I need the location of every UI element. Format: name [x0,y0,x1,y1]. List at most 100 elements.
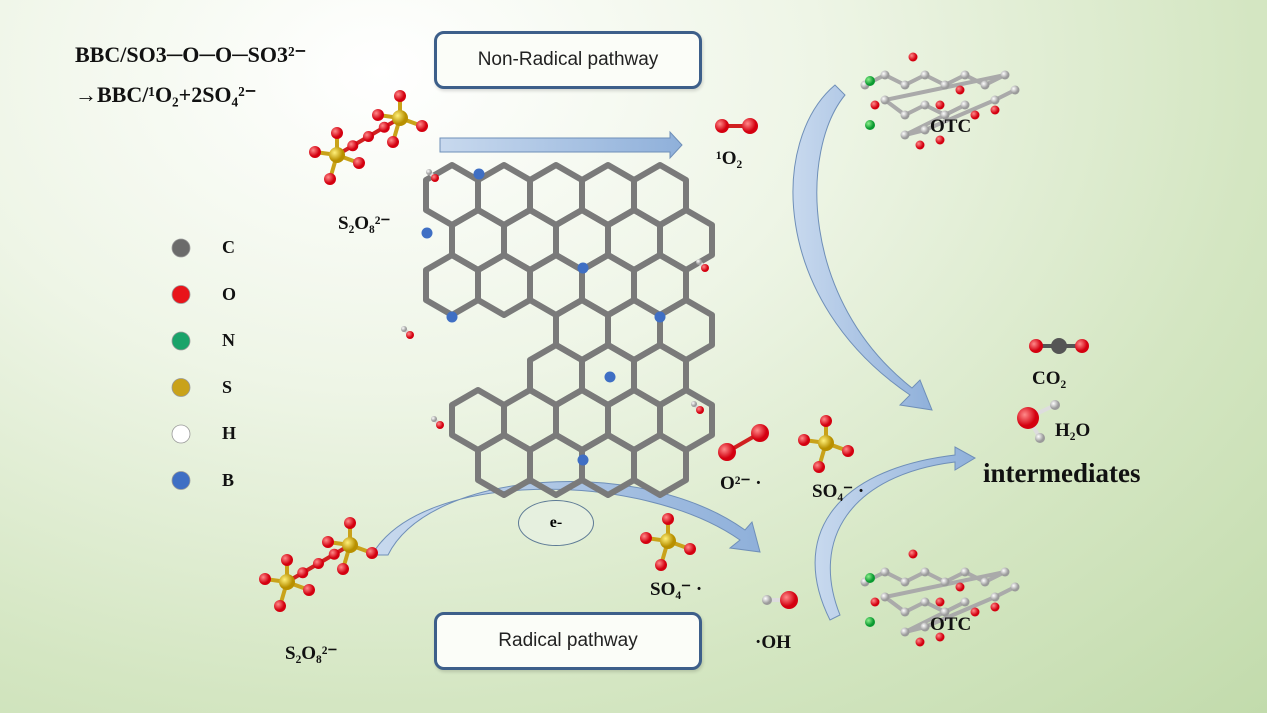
sulfate-radical-bottom-label: SO₄⁻ · [650,579,703,600]
carbon-hexagon [475,252,533,318]
carbon-atom [920,70,930,80]
oxygen-atom [331,127,343,139]
boron-atom [654,311,666,323]
hydrogen-atom [426,169,432,175]
oxygen-atom [935,597,945,607]
oxygen-atom [431,174,439,182]
carbon-atom [960,597,970,607]
oxygen-atom [324,173,336,185]
intermediates-label: intermediates [983,458,1141,488]
carbon-atom [920,567,930,577]
sulfur-atom [392,110,408,126]
hydrogen-atom [762,595,772,605]
nitrogen-atom [865,76,875,86]
hydrogen-atom [1035,433,1045,443]
singlet-oxygen-label: ¹O₂ [716,148,743,169]
non-radical-pathway-box: Non-Radical pathway [434,31,702,89]
bond [904,600,966,634]
oxygen-atom [955,582,965,592]
carbon-atom [940,577,950,587]
sulfur-atom [818,435,834,451]
curved-arrow-otc-bottom [814,446,977,621]
oxygen-atom [322,536,334,548]
chlorine-atom [865,120,875,130]
sulfur-atom [660,533,676,549]
bridge-oxygen-atom [363,131,374,142]
bridge-oxygen-atom [328,548,340,560]
oxygen-atom [662,513,674,525]
oxygen-atom [274,600,286,612]
legend-swatch-c [171,238,191,258]
carbon-atom [900,110,910,120]
legend-swatch-o [171,285,191,304]
hydrogen-atom [431,416,437,422]
carbon-hexagon [423,252,481,318]
chlorine-atom [865,617,875,627]
legend-swatch-n [171,331,191,351]
oxygen-atom [908,52,918,62]
hydrogen-atom [696,259,702,265]
carbon-atom [960,100,970,110]
sulfate-radical-right-label: SO₄⁻ · [812,481,865,502]
carbon-atom [900,607,910,617]
carbon-atom [980,577,990,587]
electron-label: e- [549,514,563,531]
oxygen-atom [955,85,965,95]
oxygen-atom [416,120,428,132]
non-radical-arrow [439,130,683,160]
oxygen-atom [406,331,414,339]
oxygen-atom [1017,407,1039,429]
carbon-atom [1000,567,1010,577]
oxygen-atom [820,415,832,427]
carbon-atom [960,567,970,577]
non-radical-pathway-label: Non-Radical pathway [477,49,659,70]
carbon-atom [900,577,910,587]
boron-atom [577,454,589,466]
boron-atom [577,262,589,274]
oxygen-atom [990,105,1000,115]
oxygen-atom [1029,339,1043,353]
legend-swatch-b [171,471,191,490]
carbon-atom [900,627,910,637]
carbon-atom [880,95,890,105]
oxygen-atom [259,573,271,585]
hydroxyl-label: ·OH [755,632,791,653]
oxygen-atom [718,443,736,461]
carbon-atom [900,80,910,90]
carbon-atom [990,95,1000,105]
oxygen-atom [870,597,880,607]
carbon-atom [980,80,990,90]
oxygen-atom [309,146,321,158]
equation-line1: BBC/SO3─O─O─SO3²⁻ [75,42,307,67]
bridge-oxygen-atom [347,140,359,152]
curved-arrow-radical [371,481,761,556]
oxygen-atom [908,549,918,559]
molecules [259,52,1089,647]
oxygen-atom [915,637,925,647]
radical-pathway-label: Radical pathway [498,630,638,651]
bond [924,98,996,132]
boron-atom [421,227,433,239]
sulfur-atom [342,537,358,553]
carbon-atom [1010,85,1020,95]
legend-label-b: B [222,469,235,490]
persulfate-bottom-label: S₂O₈²⁻ [285,643,338,664]
carbon-atom [1051,338,1067,354]
boron-atom [473,168,485,180]
carbon-atom [990,592,1000,602]
oxygen-atom [387,136,399,148]
oxygen-atom [813,461,825,473]
carbon-atom [940,607,950,617]
persulfate-top-label: S₂O₈²⁻ [338,213,391,234]
oxygen-atom [915,140,925,150]
bridge-oxygen-atom [378,121,390,133]
oxygen-atom [935,100,945,110]
oxygen-atom [640,532,652,544]
equation-line2: →BBC/¹O₂+2SO₄²⁻ [75,82,257,107]
oxygen-atom [935,135,945,145]
legend-label-o: O [222,283,237,304]
bridge-oxygen-atom [297,567,309,579]
otc-bottom-label: OTC [930,614,972,635]
curved-arrow-otc-top [792,84,933,411]
otc-top-label: OTC [930,116,972,137]
